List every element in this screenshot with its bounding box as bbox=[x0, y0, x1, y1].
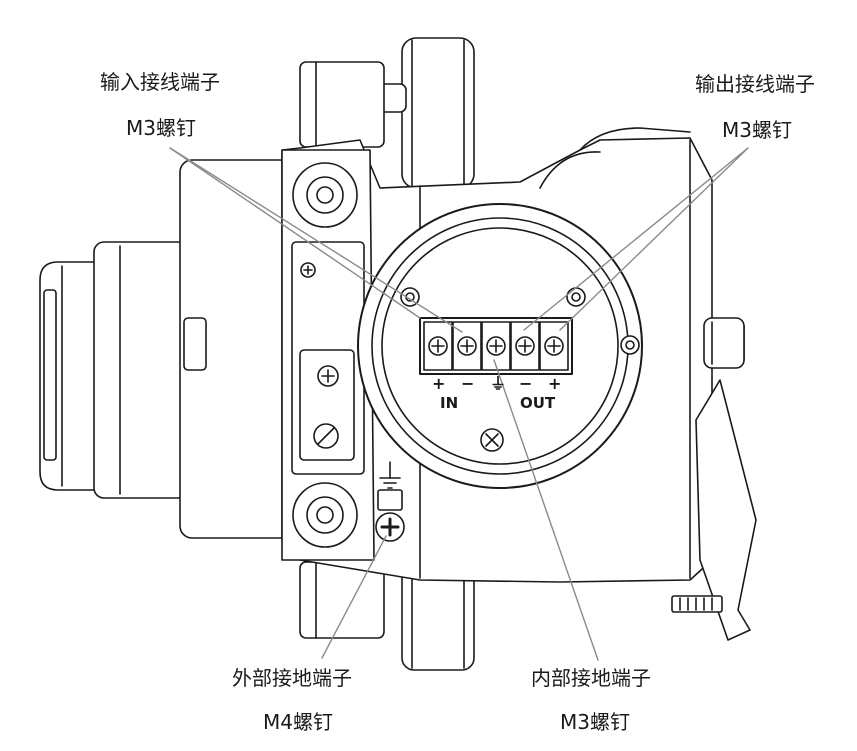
leader-input-2 bbox=[169, 147, 463, 333]
terminal-screw-slot bbox=[431, 339, 445, 353]
external-ground-title: 外部接地端子 bbox=[232, 666, 352, 690]
top-gauge-assembly bbox=[299, 37, 475, 189]
input-terminal-title: 输入接线端子 bbox=[100, 70, 220, 94]
leader-external-ground bbox=[321, 535, 387, 659]
terminal-sign: + bbox=[432, 374, 446, 393]
terminal-sign: ⏚ bbox=[490, 374, 507, 393]
internal-ground-screw: M3螺钉 bbox=[560, 710, 630, 734]
terminal-sign: + bbox=[548, 374, 562, 393]
external-ground-screw-drawing bbox=[375, 461, 405, 542]
terminal-screw-slot bbox=[460, 339, 474, 353]
leader-lines bbox=[169, 147, 749, 661]
terminal-block bbox=[419, 317, 573, 375]
input-terminal-screw: M3螺钉 bbox=[126, 116, 196, 140]
output-terminal-screw: M3螺钉 bbox=[722, 118, 792, 142]
terminal-screw-slot bbox=[489, 339, 503, 353]
terminal-screw-slot bbox=[518, 339, 532, 353]
terminal-sign: − bbox=[461, 374, 475, 393]
out-label: OUT bbox=[520, 394, 556, 412]
output-terminal-title: 输出接线端子 bbox=[695, 72, 815, 96]
left-cylinder bbox=[39, 159, 293, 539]
leader-output-1 bbox=[523, 147, 749, 331]
leader-internal-ground bbox=[493, 359, 599, 661]
terminal-sign: − bbox=[519, 374, 533, 393]
leader-input-1 bbox=[169, 147, 421, 319]
terminal-screw-slot bbox=[547, 339, 561, 353]
in-label: IN bbox=[440, 394, 459, 412]
internal-ground-title: 内部接地端子 bbox=[531, 666, 651, 690]
leader-output-2 bbox=[559, 147, 749, 331]
feedback-lever bbox=[671, 379, 757, 641]
external-ground-screw: M4螺钉 bbox=[263, 710, 333, 734]
